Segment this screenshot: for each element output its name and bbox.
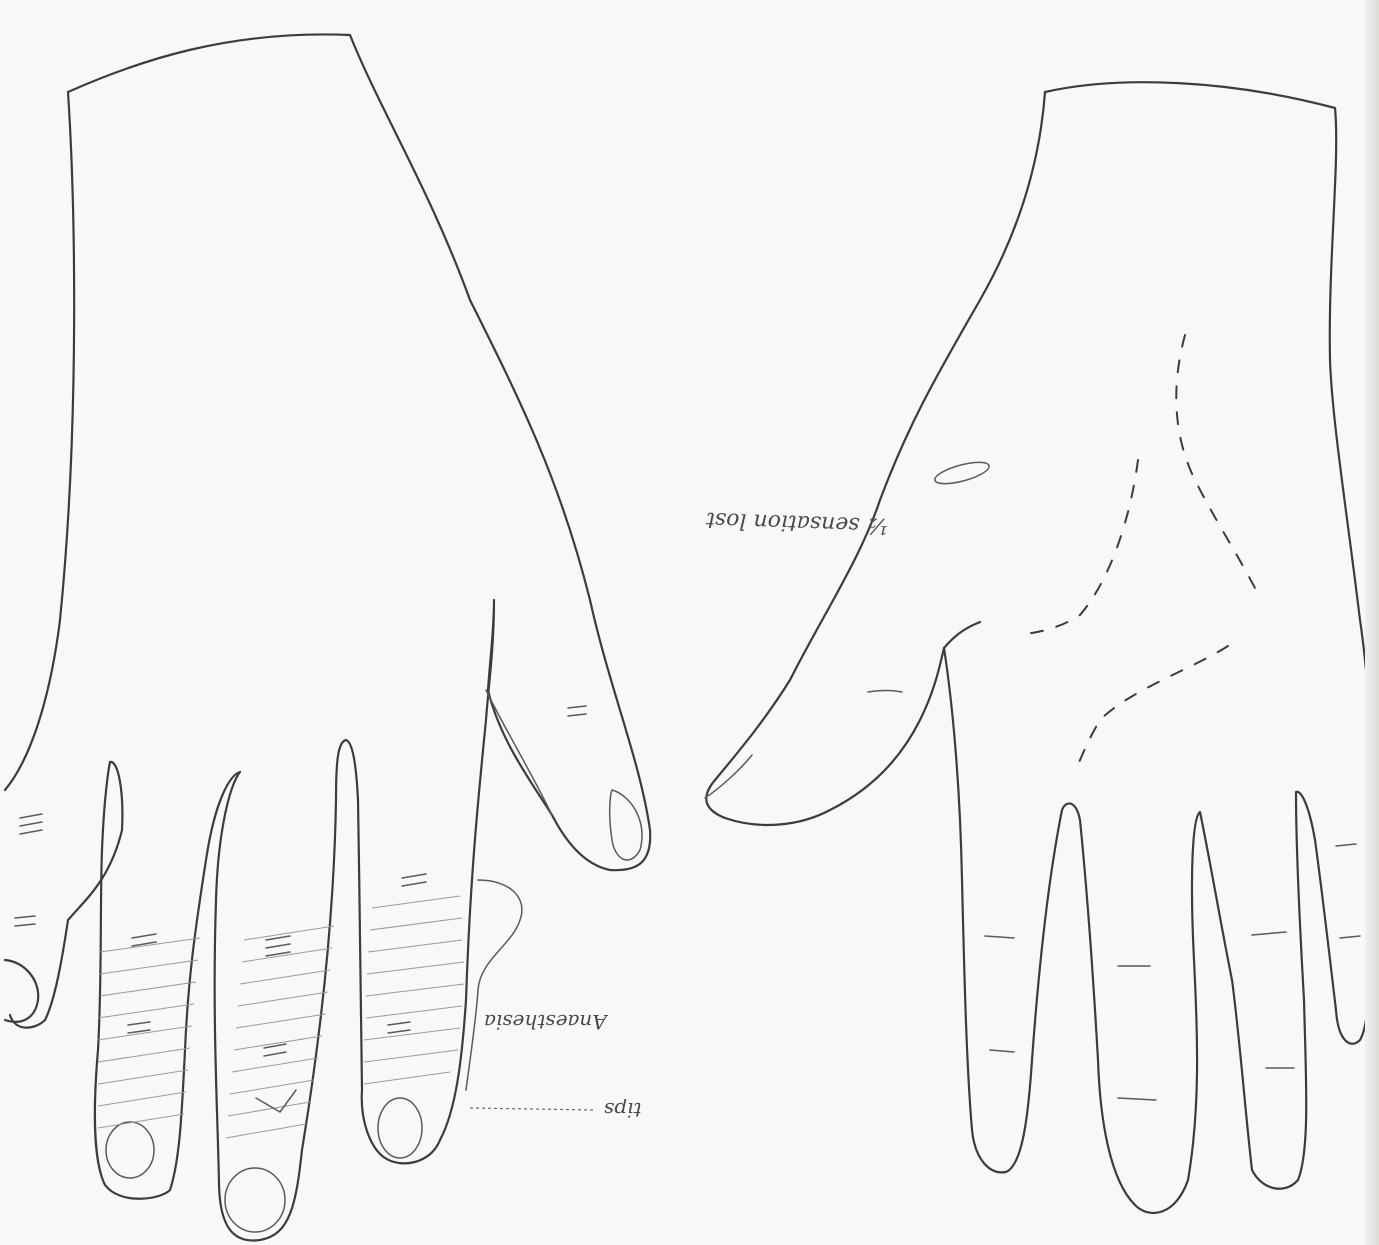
tips-pointer-line <box>470 1108 595 1110</box>
left-middle-nail <box>225 1168 285 1232</box>
left-hand-outer-edge <box>5 92 74 790</box>
tips-annotation: tips <box>604 1098 642 1122</box>
left-index-nail <box>378 1098 422 1158</box>
right-hand <box>705 82 1371 1213</box>
left-anaesthesia-hatching <box>98 896 464 1138</box>
right-hand-outline <box>944 82 1371 1213</box>
right-thumb-outline <box>706 92 1045 825</box>
right-palm-boundary-1 <box>1176 335 1255 588</box>
left-thumb-crease <box>486 690 552 815</box>
right-palm-boundary-2 <box>1025 460 1138 634</box>
right-thumb-crease <box>868 691 902 693</box>
anaesthesia-annotation: Anaesthesia <box>484 1010 607 1034</box>
left-ring-nail <box>106 1122 154 1178</box>
left-thumb-nail <box>610 790 642 860</box>
left-annotation-brace <box>466 880 522 1090</box>
left-hand-outline <box>10 34 650 1240</box>
left-little-finger-tip <box>5 960 38 1022</box>
right-palm-boundary-3 <box>1075 646 1228 772</box>
right-thumb-nail <box>705 755 752 798</box>
page-edge-shadow <box>1365 0 1379 1245</box>
right-joint-marks <box>985 844 1360 1100</box>
right-palm-oval-mark <box>933 458 991 488</box>
left-hand <box>5 34 650 1240</box>
